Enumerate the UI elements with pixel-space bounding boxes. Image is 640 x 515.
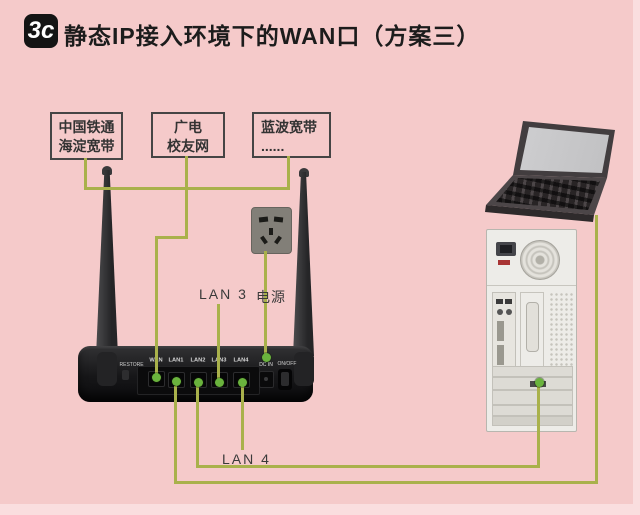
- cable-isp2-drop: [185, 156, 188, 239]
- ps2-port: [506, 309, 512, 315]
- restore-button: [122, 370, 129, 380]
- cable-laptop-horizontal: [174, 481, 598, 484]
- outlet-slot: [273, 216, 284, 223]
- parallel-port: [497, 345, 504, 365]
- cable-isp1-drop: [84, 158, 87, 190]
- lan3-label: LAN 3: [199, 286, 248, 302]
- dc-in-jack: [259, 371, 274, 388]
- power-outlet: [251, 207, 292, 254]
- dc-pin: [264, 377, 268, 381]
- outlet-slot: [258, 216, 269, 223]
- bottom-edge-strip: [0, 504, 640, 515]
- port-label-lan1: LAN1: [168, 357, 184, 364]
- agp-slot-cover: [520, 292, 544, 372]
- power-switch-label: ON/OFF: [277, 361, 297, 367]
- expansion-slot: [492, 390, 573, 405]
- cable-isp3-drop: [287, 156, 290, 190]
- power-switch: [278, 369, 292, 390]
- left-antenna: [96, 170, 118, 356]
- cable-lan1-down: [174, 386, 177, 483]
- isp-box-line1: 中国铁通: [58, 119, 115, 135]
- cable-desktop-vertical: [537, 380, 540, 468]
- voltage-switch: [498, 260, 510, 265]
- lan2-connector-dot: [194, 378, 203, 387]
- cable-lan4-pointer: [241, 386, 244, 450]
- ps2-port: [497, 309, 503, 315]
- lan3-connector-dot: [215, 378, 224, 387]
- outlet-slot: [274, 235, 282, 245]
- isp-box-guangdian: 广电 校友网: [151, 112, 225, 158]
- cable-lan3-pointer: [217, 304, 220, 380]
- psu-fan: [520, 240, 560, 280]
- isp-box-line1: 广电: [174, 119, 202, 135]
- step-badge: 3c: [24, 14, 58, 48]
- cable-laptop-vertical: [595, 215, 598, 484]
- isp-box-lanbo: 蓝波宽带 ......: [252, 112, 331, 158]
- power-switch-rocker: [281, 372, 289, 386]
- outlet-slot: [269, 228, 273, 235]
- cable-wan-vertical: [155, 236, 158, 376]
- lan4-connector-dot: [238, 378, 247, 387]
- io-panel: [492, 292, 516, 372]
- lan4-label: LAN 4: [222, 451, 271, 467]
- expansion-slot: [492, 405, 573, 416]
- restore-label: RESTORE: [119, 362, 144, 368]
- isp-box-line2: ......: [261, 138, 285, 154]
- cable-power: [264, 251, 267, 357]
- right-edge-strip: [633, 0, 640, 515]
- dc-in-label: DC IN: [259, 362, 273, 368]
- dc-connector-dot: [262, 353, 271, 362]
- expansion-slot: [492, 416, 573, 426]
- right-antenna: [293, 172, 314, 356]
- slot-cover-inner: [526, 302, 539, 352]
- serial-port: [497, 321, 504, 341]
- usb-port: [496, 299, 503, 304]
- cable-desktop-horizontal: [196, 465, 540, 468]
- power-inlet-socket: [500, 245, 512, 253]
- port-label-lan4: LAN4: [233, 357, 249, 364]
- power-inlet: [496, 242, 516, 256]
- desktop-tower: [486, 229, 577, 432]
- right-antenna-base: [294, 352, 314, 386]
- tower-divider: [487, 285, 576, 286]
- vent-holes: [549, 292, 573, 380]
- network-card-slot: [492, 377, 573, 390]
- isp-box-tietong: 中国铁通 海淀宽带: [50, 112, 123, 160]
- cable-lan2-down: [196, 386, 199, 468]
- usb-port: [505, 299, 512, 304]
- isp-box-line1: 蓝波宽带: [261, 119, 317, 135]
- laptop-screen: [520, 127, 609, 173]
- port-label-lan2: LAN2: [190, 357, 206, 364]
- isp-box-line2: 校友网: [167, 138, 209, 154]
- expansion-slot: [492, 366, 573, 377]
- power-label: 电源: [256, 289, 286, 305]
- page-title: 静态IP接入环境下的WAN口（方案三）: [64, 23, 481, 49]
- cable-wan-jog: [156, 236, 188, 239]
- outlet-slot: [260, 235, 268, 245]
- isp-box-line2: 海淀宽带: [58, 138, 115, 154]
- desktop-connector-dot: [535, 378, 544, 387]
- left-antenna-base: [97, 352, 117, 386]
- lan1-connector-dot: [172, 377, 181, 386]
- laptop: [483, 110, 623, 226]
- wan-connector-dot: [152, 373, 161, 382]
